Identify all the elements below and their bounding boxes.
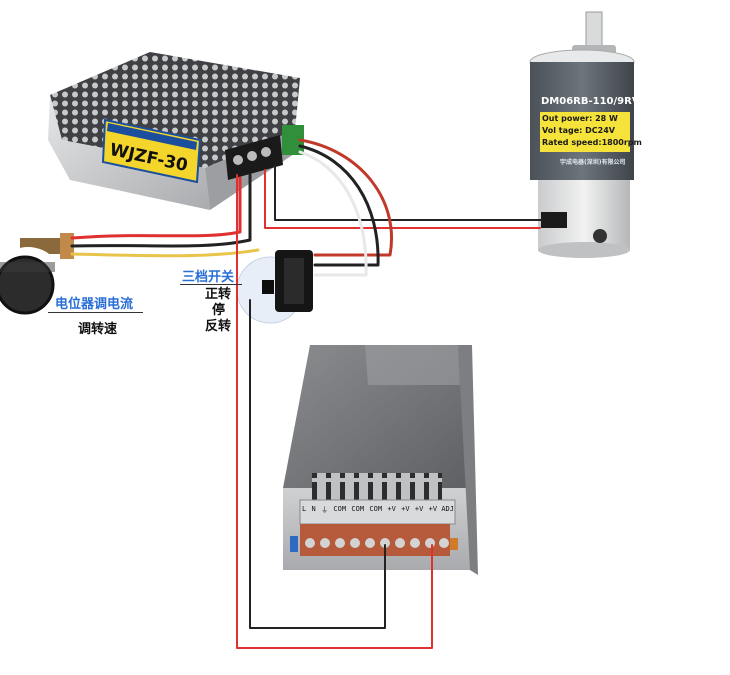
wire-black-psu xyxy=(249,299,386,629)
psu-terminal-label: +V ADJ xyxy=(428,505,454,513)
motor-power-text: Out power: 28 W xyxy=(542,114,618,123)
speed-label: 调转速 xyxy=(78,322,118,337)
potentiometer xyxy=(0,233,74,319)
psu-terminal-label: COM xyxy=(369,505,383,513)
potentiometer-label-underline xyxy=(48,312,143,313)
wire-potentiometer-controller xyxy=(70,176,242,240)
motor-speed-text: Rated speed:1800rpm xyxy=(542,138,642,147)
forward-label: 正转 xyxy=(205,287,232,302)
motor-nameplate xyxy=(540,112,630,152)
motor-maker-text: 宇成电器(深圳)有限公司 xyxy=(560,159,626,166)
psu-terminal-labels: L N ⏚ COM COM COM +V +V +V +V ADJ xyxy=(302,505,454,515)
potentiometer-label: 电位器调电流 xyxy=(55,297,134,312)
wire-red-psu xyxy=(236,174,433,649)
psu-terminal-label: +V xyxy=(401,505,410,513)
wire-red-controller-motor xyxy=(264,169,541,229)
controller-green-connector xyxy=(282,125,304,155)
motor-wire-port xyxy=(541,212,567,228)
stop-label: 停 xyxy=(212,303,226,318)
psu-terminal-label: L xyxy=(302,505,307,513)
psu-terminal-label: +V xyxy=(414,505,424,513)
psu-terminal-label: N xyxy=(311,505,316,513)
dc-motor xyxy=(529,11,635,258)
three-position-switch-label: 三档开关 xyxy=(182,270,235,285)
power-supply xyxy=(283,345,478,575)
wire-ribbon-controller-switch xyxy=(298,138,393,257)
switch-label-underline xyxy=(180,284,242,285)
psu-vent-slots xyxy=(312,473,442,503)
psu-terminal-label: +V xyxy=(387,505,396,513)
wire-black-controller-motor xyxy=(274,164,542,221)
reverse-label: 反转 xyxy=(205,319,232,334)
controller-label xyxy=(101,118,202,184)
motor-controller xyxy=(48,52,304,210)
psu-terminal-label: COM xyxy=(333,505,347,513)
psu-terminal-label: ⏚ xyxy=(321,506,329,514)
wires xyxy=(70,138,542,649)
motor-voltage-text: Vol tage: DC24V xyxy=(542,126,615,135)
controller-terminal-block xyxy=(225,135,283,180)
psu-terminal-label: COM xyxy=(351,505,365,513)
motor-model-text: DM06RB-110/9RV xyxy=(541,96,640,107)
rocker-switch xyxy=(236,250,313,324)
